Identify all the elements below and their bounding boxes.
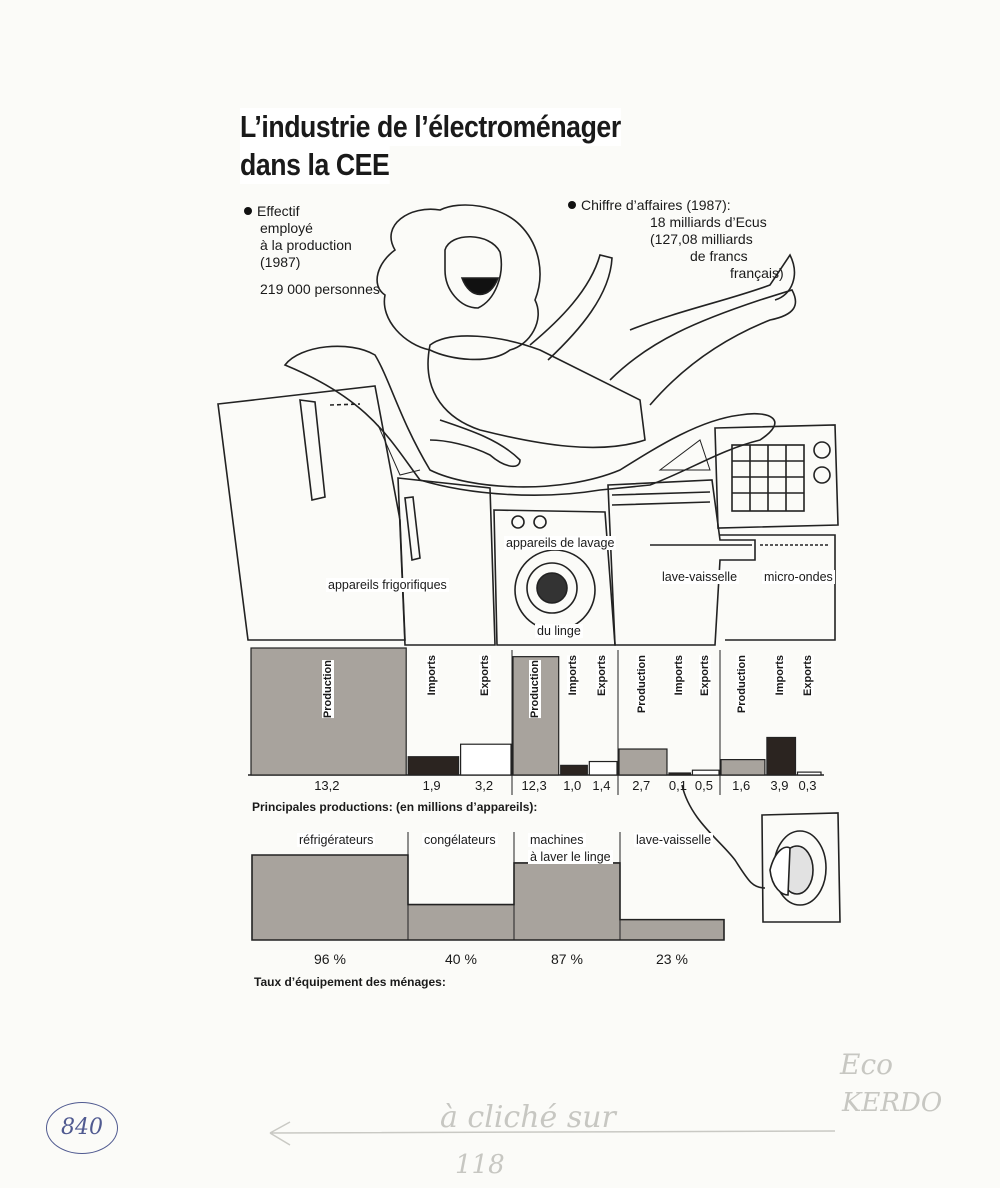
turnover-line: 18 milliards d’Ecus [650, 214, 767, 230]
equipment-chart-caption: Taux d’équipement des ménages: [254, 975, 446, 989]
group-label-microwave: micro-ondes [762, 570, 835, 584]
group-label-refrigeration: appareils frigorifiques [326, 578, 449, 592]
equipment-value-label: 40 % [445, 951, 477, 967]
bar-value-label: 0,5 [694, 778, 713, 793]
employment-stat: Effectif employé à la production (1987) … [244, 203, 380, 298]
turnover-line: français) [730, 265, 784, 281]
bar-exports [588, 760, 618, 776]
employment-value: 219 000 personnes [260, 281, 380, 297]
turnover-line: de francs [690, 248, 748, 264]
employment-line: Effectif [257, 203, 300, 219]
circled-page-number: 840 [46, 1102, 118, 1154]
page-title: L’industrie de l’électroménager dans la … [240, 108, 621, 184]
bar-value-label: 13,2 [314, 778, 340, 793]
bar-value-label: 0,1 [668, 778, 687, 793]
equipment-category-label: à laver le linge [528, 850, 613, 864]
bar-imports [668, 772, 692, 776]
turnover-line: Chiffre d’affaires (1987): [581, 197, 731, 213]
bar-imports [766, 736, 797, 776]
title-line-2: dans la CEE [240, 146, 390, 184]
bullet-icon [568, 201, 576, 209]
equipment-value-label: 87 % [551, 951, 583, 967]
employment-line: (1987) [260, 254, 301, 270]
bar-exports [796, 771, 822, 776]
group-label-washing-2: du linge [535, 624, 583, 638]
equipment-category-label: réfrigérateurs [297, 833, 376, 847]
bar-imports [407, 756, 460, 776]
bar-value-label: 1,6 [732, 778, 751, 793]
handwritten-note: KERDO [842, 1088, 943, 1118]
equipment-category-label: congélateurs [422, 833, 498, 847]
handwritten-note: Eco [840, 1048, 893, 1081]
equipment-category-label: machines [528, 833, 586, 847]
bar-imports [560, 764, 588, 776]
bar-value-label: 1,9 [422, 778, 441, 793]
bar-value-label: 2,7 [632, 778, 651, 793]
bar-value-label: 1,4 [592, 778, 611, 793]
employment-line: à la production [260, 237, 352, 253]
bar-value-label: 0,3 [798, 778, 817, 793]
title-line-1: L’industrie de l’électroménager [240, 108, 621, 146]
bar-value-label: 3,2 [475, 778, 494, 793]
production-chart-caption: Principales productions: (en millions d’… [252, 800, 538, 814]
bar-value-label: 3,9 [770, 778, 789, 793]
bar-production [720, 759, 766, 776]
bar-value-label: 1,0 [563, 778, 582, 793]
turnover-line: (127,08 milliards [650, 231, 753, 247]
equipment-category-label: lave-vaisselle [634, 833, 714, 847]
group-label-washing-1: appareils de lavage [504, 536, 617, 550]
employment-line: employé [260, 220, 313, 236]
bullet-icon [244, 207, 252, 215]
bar-production [618, 748, 668, 776]
equipment-value-label: 23 % [656, 951, 688, 967]
bar-exports [691, 769, 720, 776]
handwritten-note: à cliché sur [440, 1100, 616, 1135]
turnover-stat: Chiffre d’affaires (1987): 18 milliards … [568, 197, 784, 282]
group-label-dishwasher: lave-vaisselle [660, 570, 740, 584]
equipment-value-label: 96 % [314, 951, 346, 967]
plug-socket-illustration [681, 784, 841, 923]
bar-value-label: 12,3 [521, 778, 547, 793]
woman-figure-illustration [217, 204, 839, 646]
handwritten-number: 118 [455, 1150, 505, 1180]
bar-exports [460, 743, 512, 776]
